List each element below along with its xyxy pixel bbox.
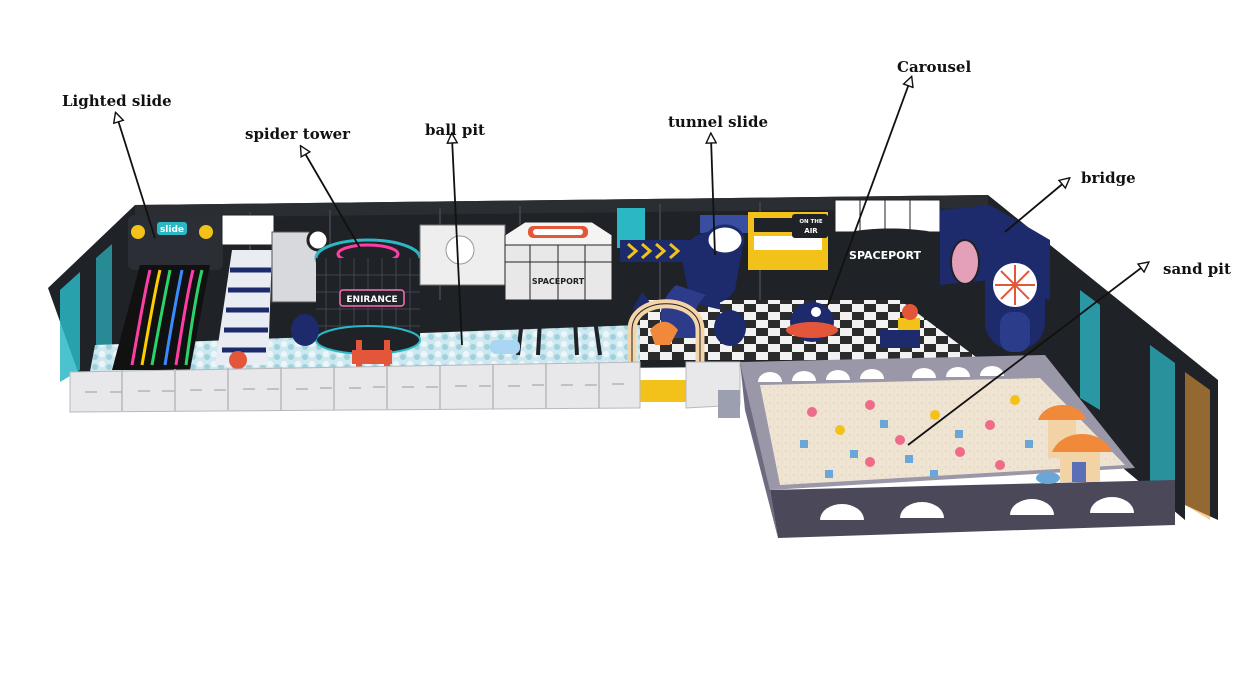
ball-pit-fence <box>69 361 741 418</box>
bridge <box>940 205 1050 352</box>
on-the-air-sign-top: ON THE <box>799 219 823 225</box>
arrow-sand-pit <box>907 265 1145 446</box>
spider-tower: ENIRANCE <box>271 228 422 368</box>
arrow-ball-pit <box>452 138 463 346</box>
label-bridge: bridge <box>1081 169 1136 187</box>
label-spider-tower: spider tower <box>245 125 351 143</box>
callout-arrows <box>117 81 1145 446</box>
label-ball-pit: ball pit <box>425 121 485 139</box>
label-tunnel-slide: tunnel slide <box>668 113 768 131</box>
arrow-spider-tower <box>303 150 361 249</box>
label-lighted-slide: Lighted slide <box>62 92 172 110</box>
on-the-air-sign-bottom: AIR <box>804 227 818 235</box>
arrow-bridge <box>1004 181 1066 233</box>
stair-slide <box>215 214 275 369</box>
entrance-arch <box>627 299 705 402</box>
carousel: SPACEPORT ON THE AIR <box>786 199 962 348</box>
spaceport-tower-sign: SPACEPORT <box>532 277 585 286</box>
arrow-lighted-slide <box>117 117 156 239</box>
arrow-carousel <box>827 81 910 306</box>
spaceport-tower: SPACEPORT <box>419 221 613 356</box>
label-carousel: Carousel <box>897 58 972 76</box>
slide-sign: slide <box>160 225 184 235</box>
carousel-sign: SPACEPORT <box>849 249 921 262</box>
entrance-sign: ENIRANCE <box>346 295 397 305</box>
lighted-slide: slide <box>112 215 223 370</box>
label-sand-pit: sand pit <box>1163 260 1231 278</box>
tunnel-slide <box>632 224 746 346</box>
arrow-tunnel-slide <box>711 138 715 256</box>
